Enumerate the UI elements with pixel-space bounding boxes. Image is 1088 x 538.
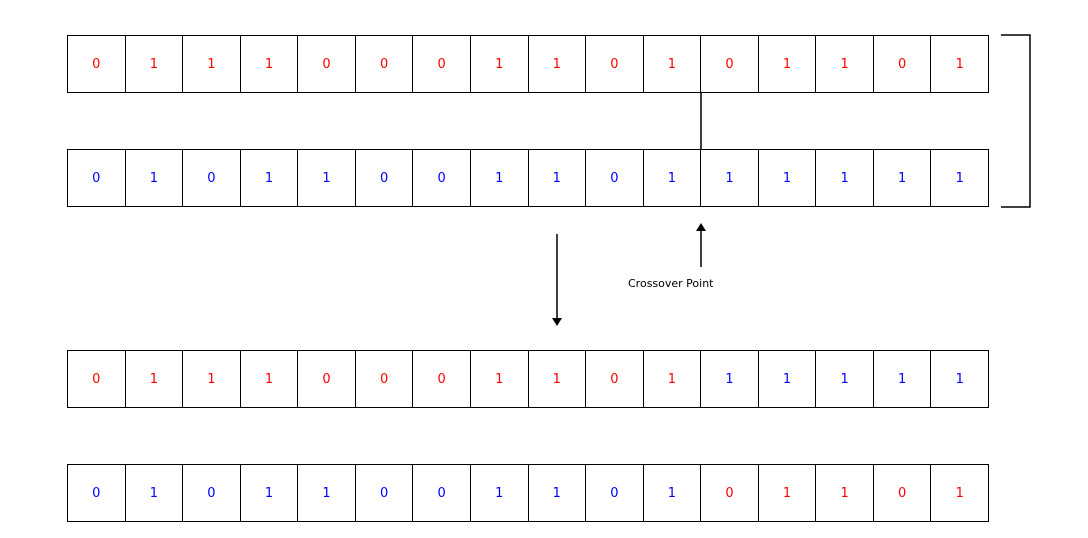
child-b-gene: 1	[298, 465, 356, 521]
child-a-gene: 0	[586, 351, 644, 407]
parent-a-gene: 1	[759, 36, 817, 92]
child-a-gene: 1	[931, 351, 989, 407]
parent-b-gene: 1	[931, 150, 989, 206]
parent-b-gene: 1	[874, 150, 932, 206]
parent-b-gene: 1	[816, 150, 874, 206]
child-b-gene: 1	[931, 465, 989, 521]
parent-a-gene: 0	[298, 36, 356, 92]
child-b-gene: 1	[816, 465, 874, 521]
parent-b-gene: 1	[126, 150, 184, 206]
parent-a-gene: 1	[931, 36, 989, 92]
child-a-gene: 1	[126, 351, 184, 407]
parent-a-gene: 0	[586, 36, 644, 92]
parent-b-gene: 1	[759, 150, 817, 206]
child-b-gene: 1	[644, 465, 702, 521]
crossover-point-label: Crossover Point	[628, 277, 714, 290]
parent-a-gene: 0	[874, 36, 932, 92]
parent-a-gene: 1	[529, 36, 587, 92]
parent-b-gene: 0	[586, 150, 644, 206]
parent-a-gene: 0	[68, 36, 126, 92]
child-a-gene: 1	[759, 351, 817, 407]
parent-a-gene: 1	[126, 36, 184, 92]
parent-b-gene: 1	[529, 150, 587, 206]
child-b-gene: 0	[183, 465, 241, 521]
parent-b-gene: 0	[68, 150, 126, 206]
child-a-gene: 1	[529, 351, 587, 407]
parent-a-gene: 1	[816, 36, 874, 92]
parent-a-gene: 1	[183, 36, 241, 92]
parent-a-gene: 1	[471, 36, 529, 92]
parent-b-gene: 0	[413, 150, 471, 206]
child-a-gene: 1	[241, 351, 299, 407]
child-b-gene: 1	[241, 465, 299, 521]
child-b-gene: 0	[874, 465, 932, 521]
parents-bracket	[1001, 34, 1031, 208]
child-b-gene: 0	[413, 465, 471, 521]
child-b-gene: 1	[126, 465, 184, 521]
child-a-gene: 0	[413, 351, 471, 407]
parent-a-gene: 0	[701, 36, 759, 92]
child-b-gene: 1	[471, 465, 529, 521]
parent-a-gene: 0	[356, 36, 414, 92]
child-a-gene: 1	[644, 351, 702, 407]
parent-b-gene: 0	[356, 150, 414, 206]
child-b-gene: 1	[759, 465, 817, 521]
child-a-gene: 1	[701, 351, 759, 407]
parent-b-gene: 1	[701, 150, 759, 206]
child-a-gene: 0	[356, 351, 414, 407]
parent-b-gene: 1	[298, 150, 356, 206]
child-a-gene: 1	[816, 351, 874, 407]
child-a-gene: 1	[471, 351, 529, 407]
child-b-gene: 0	[68, 465, 126, 521]
parent-a-gene: 1	[241, 36, 299, 92]
parent-b-gene: 0	[183, 150, 241, 206]
child-a-gene: 1	[874, 351, 932, 407]
child-b-gene: 0	[356, 465, 414, 521]
child-b-gene: 0	[586, 465, 644, 521]
parent-b-gene: 1	[471, 150, 529, 206]
parent-a-gene: 1	[644, 36, 702, 92]
child-a-gene: 1	[183, 351, 241, 407]
parent-b-gene: 1	[644, 150, 702, 206]
child-b-gene: 0	[701, 465, 759, 521]
child-a-gene: 0	[68, 351, 126, 407]
parent-b-gene: 1	[241, 150, 299, 206]
child-b-gene: 1	[529, 465, 587, 521]
parent-a-gene: 0	[413, 36, 471, 92]
child-a-gene: 0	[298, 351, 356, 407]
